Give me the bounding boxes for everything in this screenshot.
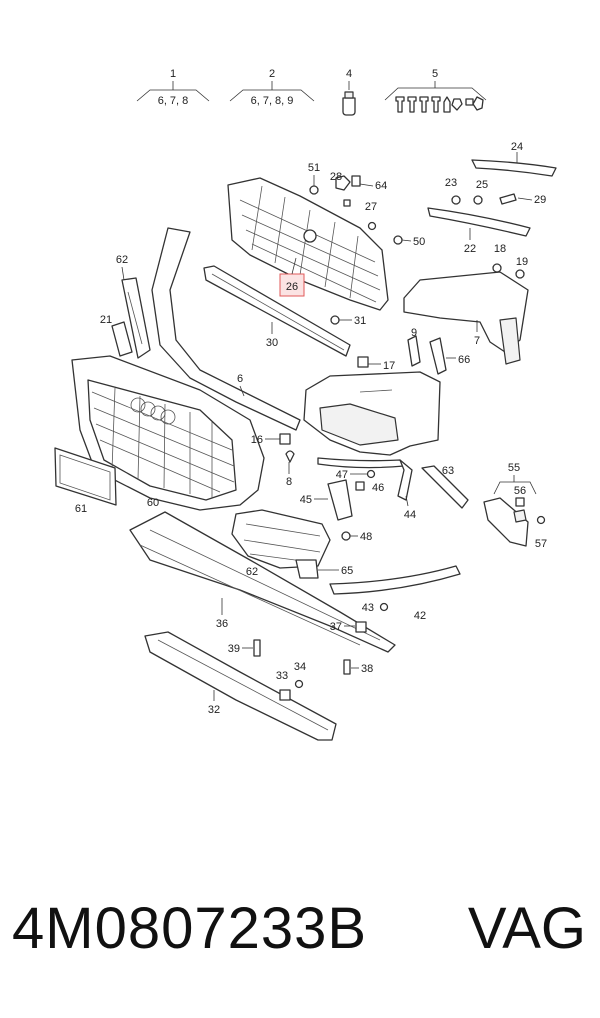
callout-36: 36 — [216, 618, 228, 630]
part-8-bumper-side — [303, 371, 441, 456]
group-label-2: 2 6, 7, 8, 9 — [229, 68, 315, 107]
callout-46: 46 — [372, 482, 384, 494]
callout-63: 63 — [442, 465, 454, 477]
callout-62-upper: 62 — [116, 254, 128, 266]
callout-43: 43 — [362, 602, 374, 614]
callout-60: 60 — [147, 497, 159, 509]
group-label-4: 4 — [342, 68, 356, 116]
callout-32: 32 — [208, 704, 220, 716]
callout-34: 34 — [294, 661, 306, 673]
part-63-bracket — [421, 465, 469, 509]
part-61-plate-holder — [54, 447, 117, 506]
callout-31: 31 — [354, 315, 366, 327]
callout-37: 37 — [330, 621, 342, 633]
part-36-lower-panel — [129, 511, 396, 653]
callout-7: 7 — [474, 335, 480, 347]
part-22-trim-strip — [427, 207, 531, 240]
callout-55: 55 — [508, 462, 520, 474]
callout-25: 25 — [476, 179, 488, 191]
callout-26: 26 — [286, 281, 298, 293]
part-32-spoiler — [144, 631, 337, 741]
callout-6: 6 — [237, 373, 243, 385]
part-60-front-grille — [71, 355, 265, 511]
callout-66: 66 — [458, 354, 470, 366]
callout-16: 16 — [251, 434, 263, 446]
callout-19: 19 — [516, 256, 528, 268]
part-65-cap — [295, 559, 319, 579]
callout-50: 50 — [413, 236, 425, 248]
callout-23: 23 — [445, 177, 457, 189]
callout-29: 29 — [534, 194, 546, 206]
part-30-center-bracket — [203, 265, 351, 357]
screw-set-icon — [395, 96, 484, 113]
exploded-parts-diagram: 1 6, 7, 8 2 6, 7, 8, 9 4 5 — [54, 68, 557, 741]
svg-text:6, 7, 8: 6, 7, 8 — [158, 95, 189, 107]
fastener-icons — [253, 175, 546, 701]
callout-17: 17 — [383, 360, 395, 372]
part-9-66-trim — [407, 335, 447, 375]
callout-56: 56 — [514, 485, 526, 497]
svg-text:6, 7, 8, 9: 6, 7, 8, 9 — [251, 95, 294, 107]
part-62-side-bracket — [121, 277, 151, 359]
part-upper-grille — [227, 177, 389, 311]
callout-18: 18 — [494, 243, 506, 255]
part-42-lower-trim — [329, 565, 461, 595]
callout-47: 47 — [336, 469, 348, 481]
callout-39: 39 — [228, 643, 240, 655]
svg-text:5: 5 — [432, 68, 438, 80]
svg-text:4: 4 — [346, 68, 352, 80]
callout-22: 22 — [464, 243, 476, 255]
callout-64: 64 — [375, 180, 387, 192]
callout-62-lower: 62 — [246, 566, 258, 578]
part-45-bracket — [327, 479, 353, 521]
part-number: 4M0807233B — [12, 896, 368, 961]
callout-57: 57 — [535, 538, 547, 550]
part-21-bracket — [111, 321, 133, 357]
callout-28: 28 — [330, 171, 342, 183]
callout-61: 61 — [75, 503, 87, 515]
part-7-side-guide — [403, 271, 529, 365]
callout-42: 42 — [414, 610, 426, 622]
part-6-bumper-cover — [151, 227, 301, 431]
part-55-side-assembly — [483, 497, 529, 547]
callout-38: 38 — [361, 663, 373, 675]
callout-24: 24 — [511, 141, 523, 153]
callout-33: 33 — [276, 670, 288, 682]
callout-45: 45 — [300, 494, 312, 506]
brand-name: VAG — [467, 896, 586, 961]
group-label-5: 5 — [384, 68, 487, 113]
callout-48: 48 — [360, 531, 372, 543]
part-44-trim — [317, 457, 413, 501]
callout-51: 51 — [308, 162, 320, 174]
callout-21: 21 — [100, 314, 112, 326]
callout-8: 8 — [286, 476, 292, 488]
part-62-fog-grille — [231, 509, 331, 569]
svg-text:2: 2 — [269, 68, 275, 80]
group-label-1: 1 6, 7, 8 — [136, 68, 210, 107]
callout-27: 27 — [365, 201, 377, 213]
callout-65: 65 — [341, 565, 353, 577]
callout-30: 30 — [266, 337, 278, 349]
svg-text:1: 1 — [170, 68, 176, 80]
callout-9: 9 — [411, 327, 417, 339]
callout-labels: 24 51 28 64 23 25 29 27 50 22 26 62 18 1… — [75, 141, 547, 716]
callout-44: 44 — [404, 509, 416, 521]
audi-rings-logo — [130, 397, 176, 425]
part-24-upper-trim — [471, 152, 557, 177]
